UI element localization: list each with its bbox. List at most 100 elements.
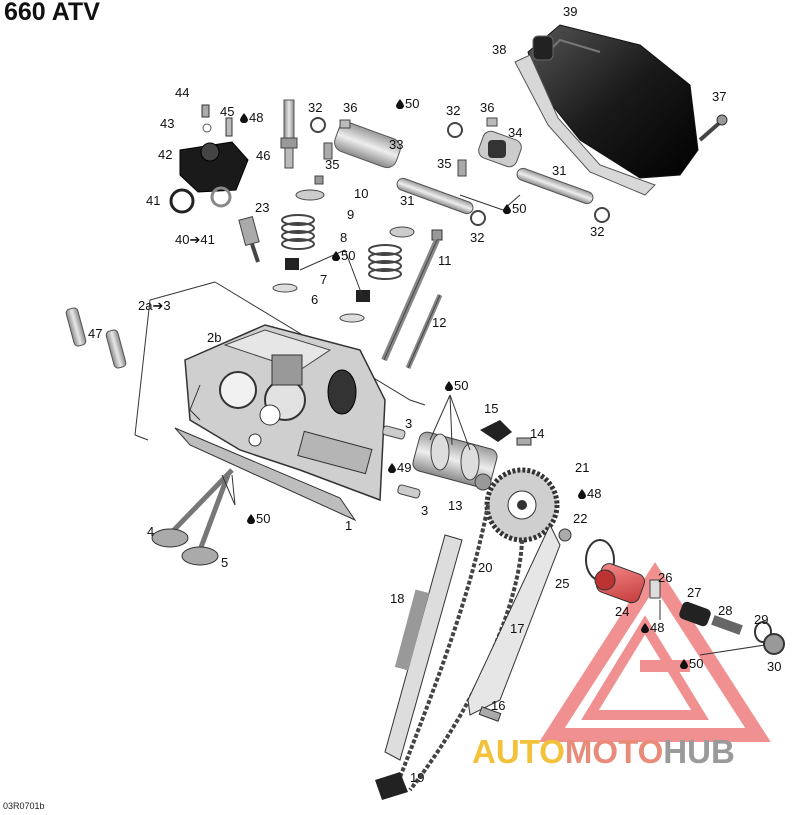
callout-c48c: 48 [641,620,664,635]
callout-text: 37 [712,89,727,104]
callout-text: 36 [480,100,495,115]
o-ring-32a [310,117,326,133]
callout-c36a: 36 [343,100,357,115]
callout-text: 32 [446,103,461,118]
callout-text: 50 [454,378,469,393]
nut-36a [339,119,351,129]
callout-c11: 11 [438,253,452,268]
callout-c13: 13 [448,498,462,513]
callout-text: 49 [397,460,412,475]
callout-c45: 45 [220,104,234,119]
lubricant-drop-icon [247,511,256,526]
callout-c1: 1 [345,518,352,533]
o-ring-32c [470,210,486,226]
callout-c32d: 32 [590,224,604,239]
seal-29 [754,621,772,643]
cover-gasket [514,54,656,196]
valve-guide-47a [65,307,87,347]
callout-c5: 5 [221,555,228,570]
callout-c50d: 50 [445,378,468,393]
screw-45 [225,117,233,137]
callout-text: 50 [512,201,527,216]
lubricant-drop-icon [641,620,650,635]
callout-c28: 28 [718,603,732,618]
callout-c8: 8 [340,230,347,245]
callout-text: 8 [340,230,348,245]
callout-c21: 21 [575,460,589,475]
cover-bolt [698,114,728,142]
callout-c2b: 2b [207,330,221,345]
cylinder-head-bolt-12 [405,293,443,370]
callout-c25: 25 [555,576,569,591]
callout-text: 19 [410,770,425,785]
callout-c32b: 32 [446,103,460,118]
diagram-title: 660 ATV [4,0,100,26]
callout-text: 36 [343,100,358,115]
callout-text: 26 [658,570,673,585]
valve-key-10 [314,175,324,185]
watermark-auto: AUTO [472,733,565,770]
callout-c4: 4 [147,524,154,539]
callout-text: 50 [256,511,271,526]
callout-c41: 41 [146,193,160,208]
callout-text: 25 [555,576,570,591]
callout-c37: 37 [712,89,726,104]
spark-plug [280,99,298,169]
callout-c31a: 31 [400,193,414,208]
callout-text: 15 [484,401,499,416]
callout-text: 5 [221,555,229,570]
callout-text: 28 [718,603,733,618]
callout-c49: 49 [388,460,411,475]
callout-c24: 24 [615,604,629,619]
callout-text: 32 [308,100,323,115]
spring-seat-6a [272,283,298,293]
callout-c27: 27 [687,585,701,600]
callout-text: 27 [687,585,702,600]
callout-text: 9 [347,207,355,222]
callout-c33: 33 [389,137,403,152]
callout-text: 48 [249,110,264,125]
callout-text: 43 [160,116,175,131]
rocker-shaft-1 [396,177,474,215]
lubricant-drop-icon [503,201,512,216]
nut-36b [486,117,498,127]
cylinder-head [184,324,386,502]
chain-guide-18 [384,534,463,761]
callout-text: 35 [437,156,452,171]
callout-text: 1 [345,518,353,533]
lubricant-drop-icon [396,96,405,111]
callout-text: 30 [767,659,782,674]
callout-c42: 42 [158,147,172,162]
camshaft [412,431,498,491]
callout-c32c: 32 [470,230,484,245]
callout-text: 29 [754,612,769,627]
callout-text: 10 [354,186,369,201]
callout-c23: 23 [255,200,269,215]
spring-seat-6b [339,313,365,323]
rocker-arm-exhaust [334,122,401,169]
callout-c20: 20 [478,560,492,575]
rocker-arm-intake [478,130,522,168]
screw-44 [201,104,210,118]
screw-14 [516,437,532,446]
spring-28 [711,615,743,635]
callout-text: 34 [508,125,523,140]
callout-text: 38 [492,42,507,57]
callout-c38: 38 [492,42,506,57]
callout-text: 2b [207,330,222,345]
callout-text: 17 [510,621,525,636]
watermark-moto: MOTO [564,733,664,770]
callout-c3a: 3 [405,416,412,431]
callout-c43: 43 [160,116,174,131]
chain-tensioner [594,563,645,604]
callout-c15: 15 [484,401,498,416]
callout-c12: 12 [432,315,446,330]
callout-c22: 22 [573,511,587,526]
callout-c30: 30 [767,659,781,674]
callout-text: 3 [421,503,429,518]
camshaft-sprocket [484,467,560,543]
callout-text: 21 [575,460,590,475]
valve-seal-7b [356,290,370,302]
callout-text: 14 [530,426,545,441]
